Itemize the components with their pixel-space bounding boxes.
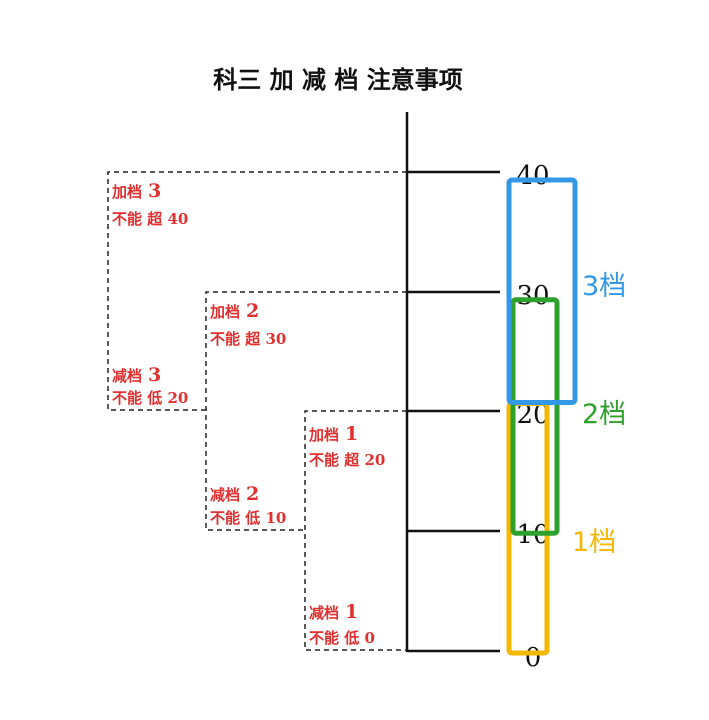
label-rule: 不能 低 0 <box>309 629 375 647</box>
bracket-gear-1 <box>304 410 407 651</box>
gear-label-3: 3档 <box>582 271 626 302</box>
label-verb: 加档 <box>308 426 339 444</box>
label-gear: 2 <box>246 483 259 505</box>
label-verb: 减档 <box>112 367 142 385</box>
label-rule: 不能 低 20 <box>112 389 188 407</box>
tick-lines <box>407 170 500 653</box>
label-rule: 不能 低 10 <box>210 509 286 527</box>
svg-text:减档2: 减档 2 <box>210 483 259 505</box>
label-verb: 加档 <box>111 183 142 201</box>
label-verb: 减档 <box>210 486 240 504</box>
bracket-gear-3 <box>107 171 407 411</box>
label-gear: 1 <box>345 601 358 623</box>
svg-text:加档3: 加档 3 <box>111 180 161 202</box>
svg-text:加档1: 加档 1 <box>308 423 358 445</box>
label-gear: 3 <box>148 180 161 202</box>
label-verb: 加档 <box>209 303 240 321</box>
label-rule: 不能 超 30 <box>210 330 286 348</box>
label-up-3: 加档 3 不能 超 40 <box>111 180 188 228</box>
svg-text:减档1: 减档 1 <box>309 601 358 623</box>
label-rule: 不能 超 20 <box>309 451 385 469</box>
bracket-gear-2 <box>205 291 407 531</box>
label-up-1: 加档 1 不能 超 20 <box>308 423 385 469</box>
label-gear: 1 <box>345 423 358 445</box>
gear-label-2: 2档 <box>582 399 626 430</box>
label-down-2: 减档 2 不能 低 10 <box>210 483 286 527</box>
label-verb: 减档 <box>309 604 339 622</box>
tick-label-0: 0 <box>525 643 542 673</box>
gear-range-box-2 <box>510 297 560 536</box>
label-gear: 3 <box>148 364 161 386</box>
label-up-2: 加档 2 不能 超 30 <box>209 300 286 348</box>
gear-range-boxes <box>506 177 578 656</box>
label-down-3: 减档 3 不能 低 20 <box>112 364 188 407</box>
page-title: 科三 加 减 档 注意事项 <box>213 65 462 94</box>
gear-label-1: 1档 <box>572 527 616 558</box>
label-down-1: 减档 1 不能 低 0 <box>309 601 375 647</box>
svg-text:减档3: 减档 3 <box>112 364 161 386</box>
label-rule: 不能 超 40 <box>112 210 188 228</box>
tick-label-40: 40 <box>516 161 549 191</box>
label-gear: 2 <box>246 300 259 322</box>
tick-label-30: 30 <box>516 281 549 311</box>
svg-text:加档2: 加档 2 <box>209 300 259 322</box>
gear-range-box-3 <box>506 177 578 405</box>
